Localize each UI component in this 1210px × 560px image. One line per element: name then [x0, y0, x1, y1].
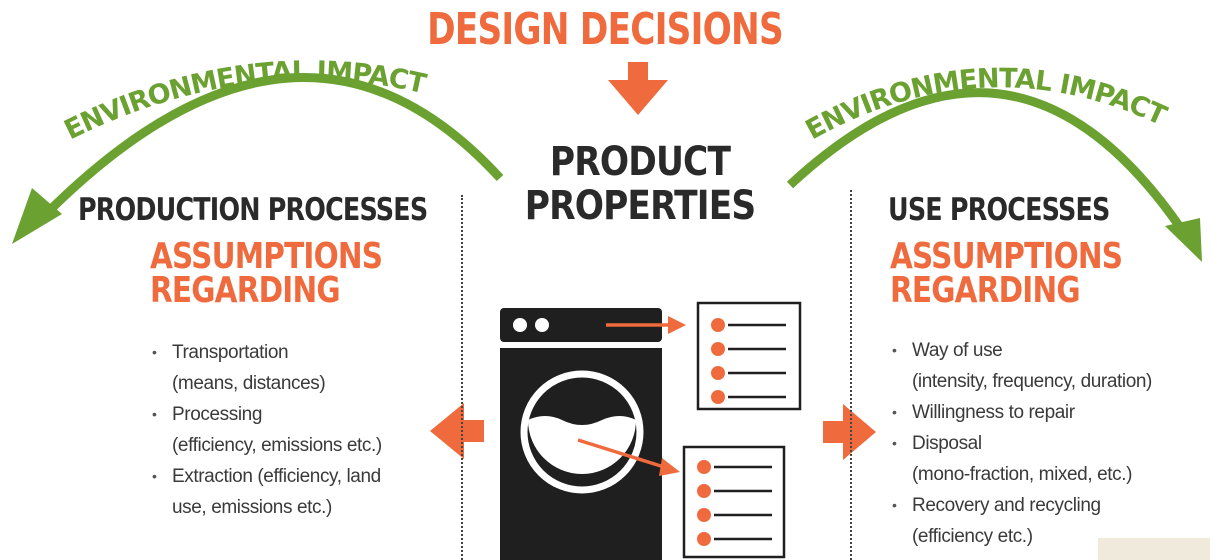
- center-heading-line2: PROPERTIES: [524, 183, 756, 229]
- right-impact-arc: [786, 88, 1186, 233]
- list-item-main: Disposal: [912, 433, 982, 454]
- list-item: Way of use (intensity, frequency, durati…: [888, 335, 1208, 397]
- right-assumptions-line2: REGARDING: [890, 270, 1081, 311]
- list-item-sub: (means, distances): [172, 373, 326, 394]
- list-item-main: Willingness to repair: [912, 402, 1075, 423]
- list-item: Processing (efficiency, emissions etc.): [148, 399, 448, 461]
- left-bullet-list: Transportation (means, distances) Proces…: [148, 337, 448, 523]
- left-impact-arc: [41, 73, 504, 219]
- list-item-main: Recovery and recycling: [912, 495, 1101, 516]
- left-assumptions-line2: REGARDING: [150, 270, 341, 311]
- left-heading: PRODUCTION PROCESSES: [78, 192, 428, 228]
- connector-arrow-top: [606, 316, 686, 334]
- list-item-sub: (efficiency, emissions etc.): [172, 435, 382, 456]
- center-heading-line1: PRODUCT: [549, 139, 731, 185]
- checklist-icon-top: [696, 301, 802, 411]
- left-arc-label: ENVIRONMENTAL IMPACT: [60, 56, 430, 146]
- right-assumptions-line1: ASSUMPTIONS: [890, 236, 1123, 277]
- list-item-sub: use, emissions etc.): [172, 497, 332, 518]
- list-item: Willingness to repair: [888, 397, 1208, 428]
- list-item-sub: (efficiency etc.): [912, 526, 1033, 547]
- list-item: Extraction (efficiency, land use, emissi…: [148, 461, 448, 523]
- left-assumptions: ASSUMPTIONS REGARDING: [150, 236, 383, 311]
- right-divider: [850, 190, 852, 560]
- checklist-icon-bottom: [682, 445, 786, 559]
- right-bullet-list: Way of use (intensity, frequency, durati…: [888, 335, 1208, 552]
- left-assumptions-line1: ASSUMPTIONS: [150, 236, 383, 277]
- washing-machine-icon: [500, 308, 662, 560]
- left-impact-arrowhead: [12, 188, 62, 244]
- right-impact-arrowhead: [1165, 218, 1202, 262]
- page-title: DESIGN DECISIONS: [427, 4, 784, 55]
- left-divider: [461, 195, 463, 560]
- list-item-main: Processing: [172, 404, 262, 425]
- list-item-sub: (intensity, frequency, duration): [912, 371, 1152, 392]
- right-assumptions: ASSUMPTIONS REGARDING: [890, 236, 1123, 311]
- list-item-main: Extraction (efficiency, land: [172, 466, 381, 487]
- connector-arrow-bottom: [577, 438, 680, 476]
- list-item-main: Transportation: [172, 342, 289, 363]
- list-item: Recovery and recycling (efficiency etc.): [888, 490, 1208, 552]
- list-item: Transportation (means, distances): [148, 337, 448, 399]
- list-item: Disposal (mono-fraction, mixed, etc.): [888, 428, 1208, 490]
- center-heading: PRODUCT PROPERTIES: [524, 140, 756, 228]
- list-item-sub: (mono-fraction, mixed, etc.): [912, 464, 1133, 485]
- right-heading: USE PROCESSES: [888, 192, 1110, 228]
- list-item-main: Way of use: [912, 340, 1003, 361]
- down-arrow-icon: [608, 62, 668, 115]
